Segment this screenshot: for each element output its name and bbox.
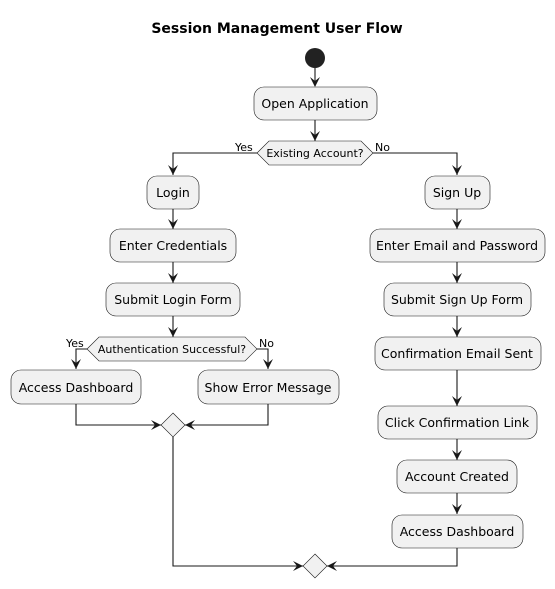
node-sign-up: Sign Up xyxy=(424,175,491,210)
svg-text:Sign Up: Sign Up xyxy=(433,185,481,200)
decision-authentication-successful: Authentication Successful? xyxy=(86,336,258,362)
svg-text:Login: Login xyxy=(156,185,190,200)
node-click-confirmation-link: Click Confirmation Link xyxy=(377,405,538,440)
node-confirmation-email-sent: Confirmation Email Sent xyxy=(374,336,542,371)
svg-text:Account Created: Account Created xyxy=(405,469,509,484)
svg-text:Existing Account?: Existing Account? xyxy=(266,147,363,160)
node-login: Login xyxy=(146,175,200,210)
decision-existing-account: Existing Account? xyxy=(256,140,374,166)
svg-text:Enter Email and Password: Enter Email and Password xyxy=(376,238,538,253)
merge-node-final xyxy=(302,553,328,579)
svg-text:Authentication Successful?: Authentication Successful? xyxy=(98,343,246,356)
svg-text:Show Error Message: Show Error Message xyxy=(205,380,332,395)
diagram-title: Session Management User Flow xyxy=(151,21,402,37)
start-node xyxy=(305,48,325,68)
svg-text:Submit Sign Up Form: Submit Sign Up Form xyxy=(391,292,523,307)
svg-text:Enter Credentials: Enter Credentials xyxy=(119,238,227,253)
node-show-error-message: Show Error Message xyxy=(197,369,340,405)
node-access-dashboard-left: Access Dashboard xyxy=(10,369,142,405)
svg-text:Confirmation Email Sent: Confirmation Email Sent xyxy=(381,346,533,361)
branch-label-existing-yes: Yes xyxy=(234,141,253,154)
svg-text:Click Confirmation Link: Click Confirmation Link xyxy=(385,415,530,430)
node-submit-sign-up-form: Submit Sign Up Form xyxy=(383,282,532,317)
branch-label-auth-no: No xyxy=(259,337,274,350)
node-access-dashboard-right: Access Dashboard xyxy=(391,514,524,549)
node-enter-email-password: Enter Email and Password xyxy=(369,228,546,263)
svg-text:Access Dashboard: Access Dashboard xyxy=(19,380,134,395)
merge-node-auth xyxy=(160,412,186,438)
svg-text:Open Application: Open Application xyxy=(261,96,368,111)
svg-text:Submit Login Form: Submit Login Form xyxy=(114,292,232,307)
node-account-created: Account Created xyxy=(396,459,518,494)
branch-label-auth-yes: Yes xyxy=(65,337,84,350)
node-open-application: Open Application xyxy=(253,86,378,121)
node-enter-credentials: Enter Credentials xyxy=(109,228,237,263)
svg-text:Access Dashboard: Access Dashboard xyxy=(400,524,515,539)
branch-label-existing-no: No xyxy=(375,141,390,154)
node-submit-login-form: Submit Login Form xyxy=(105,282,241,317)
edges xyxy=(75,68,458,567)
arrowheads xyxy=(71,77,462,571)
